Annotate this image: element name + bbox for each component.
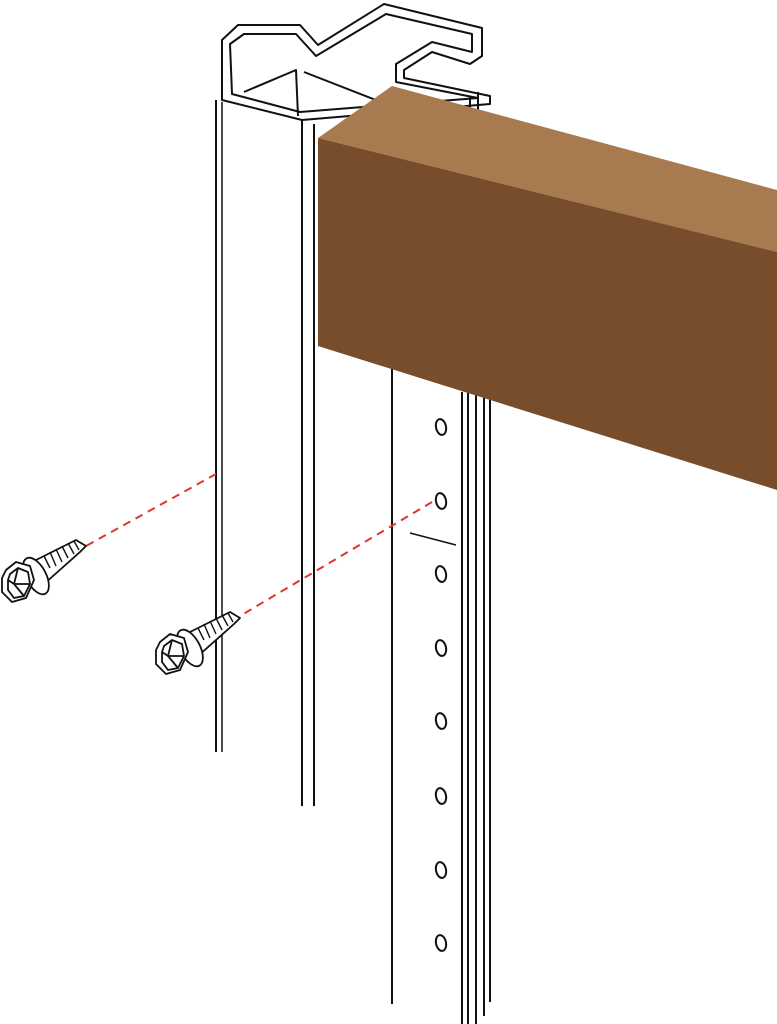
slotted-channel (391, 92, 491, 1024)
guide-line-lower (239, 501, 433, 617)
channel-hole (434, 787, 448, 805)
guide-line-upper (85, 473, 217, 547)
post-top-slot (243, 69, 387, 117)
channel-hole (434, 639, 448, 657)
screw-threads (197, 612, 234, 641)
screw-lower (155, 611, 241, 675)
wood-rail (318, 86, 777, 490)
channel-hole (434, 565, 448, 583)
channel-hole (434, 934, 448, 952)
screw-hex-head (1, 561, 35, 603)
screw-hex-head (155, 633, 189, 675)
wood-rail-top-face (318, 86, 777, 252)
screw-upper (1, 539, 87, 603)
channel-hole (434, 418, 448, 436)
guide-lines (85, 473, 433, 617)
channel-hole (434, 861, 448, 879)
wood-rail-front-face (318, 138, 777, 490)
post-top-inner-wall (229, 13, 479, 113)
channel-hole (434, 712, 448, 730)
screw-threads (43, 540, 80, 569)
channel-hole (434, 492, 448, 510)
channel-cut-mark (409, 532, 457, 546)
